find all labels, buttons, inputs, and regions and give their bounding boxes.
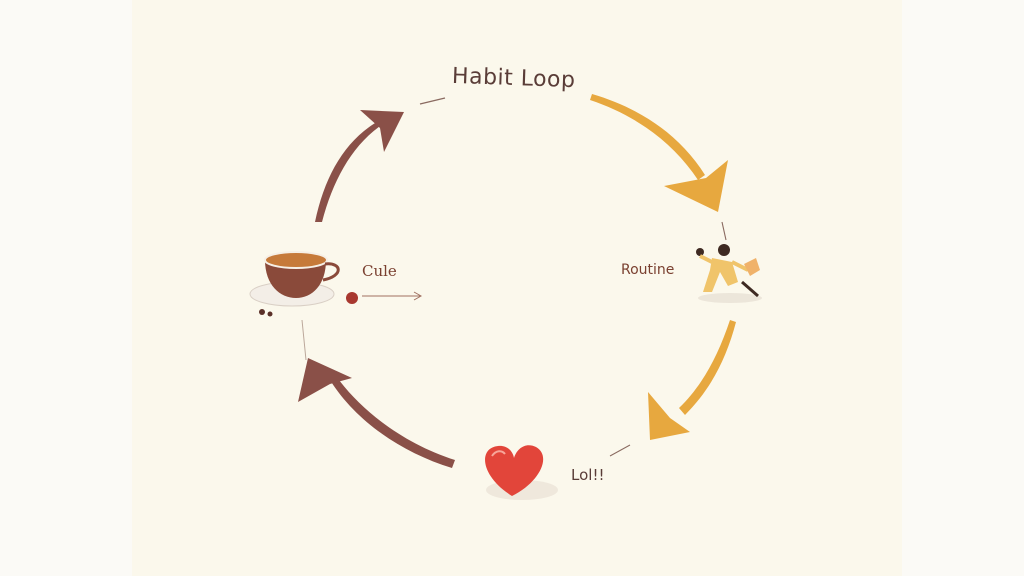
person-running-icon [696, 244, 762, 303]
arrow-routine-to-reward [648, 320, 736, 440]
cue-label: Cule [362, 262, 397, 280]
routine-connector [721, 221, 727, 241]
routine-label: Routine [621, 262, 675, 278]
title-connector-left [419, 97, 446, 105]
arrow-loop-to-routine [590, 94, 728, 212]
arrow-reward-to-cue [298, 358, 455, 468]
arrow-cue-to-loop [315, 110, 404, 222]
diagram-title: Habit Loop [451, 63, 576, 94]
heart-icon [485, 445, 558, 500]
teacup-icon [249, 251, 423, 317]
reward-connector [609, 444, 631, 457]
cue-connector [301, 319, 307, 361]
reward-label: Lol!! [571, 466, 605, 484]
